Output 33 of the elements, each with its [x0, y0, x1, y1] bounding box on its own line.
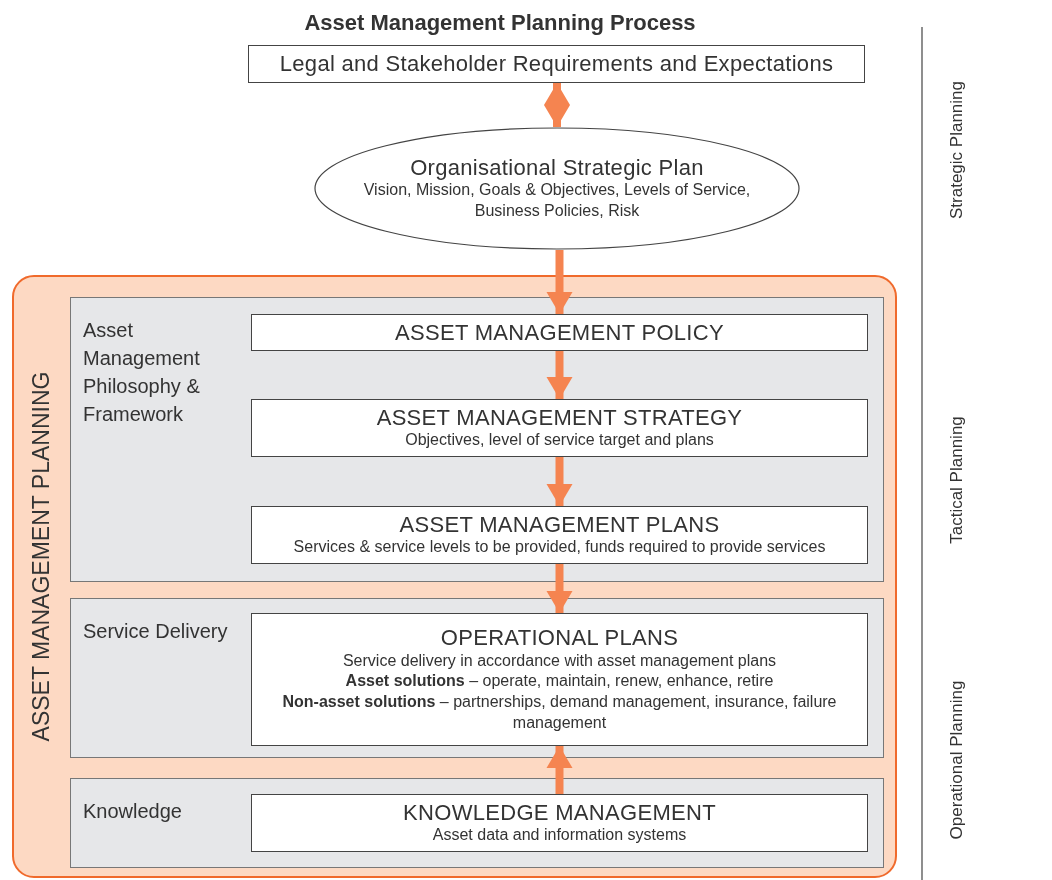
box-description: Asset solutions – operate, maintain, renew, enhance, retire — [345, 671, 774, 692]
strategy-box — [251, 399, 868, 457]
band-title: ASSET MANAGEMENT PLANNING — [28, 371, 56, 742]
box-description: Services & service levels to be provided, funds required to provide services — [293, 537, 826, 558]
box-title: ASSET MANAGEMENT PLANS — [399, 511, 720, 538]
framework-panel — [70, 297, 884, 582]
planning-level-label: Strategic Planning — [947, 81, 967, 219]
policy-box — [251, 314, 868, 351]
ellipse-description: Vision, Mission, Goals & Objectives, Levels of Service, Business Policies, Risk — [362, 180, 752, 222]
box-title: ASSET MANAGEMENT POLICY — [395, 319, 724, 346]
requirements-box — [248, 45, 865, 83]
planning-band — [12, 275, 897, 878]
ellipse-title: Organisational Strategic Plan — [409, 155, 705, 181]
box-title: ASSET MANAGEMENT STRATEGY — [376, 404, 743, 431]
planning-level-label: Tactical Planning — [946, 416, 967, 544]
strategic-plan-ellipse — [314, 127, 800, 250]
box-title: OPERATIONAL PLANS — [440, 625, 679, 651]
panel-heading: Knowledge — [83, 799, 183, 824]
box-description: Service delivery in accordance with asset management plans — [342, 650, 777, 671]
diagram-title: Asset Management Planning Process — [303, 10, 697, 36]
knowledge-panel — [70, 778, 884, 868]
plans-box — [251, 506, 868, 564]
operational-plans-box — [251, 613, 868, 746]
box-title: Legal and Stakeholder Requirements and Expectations — [279, 51, 834, 77]
service-delivery-panel — [70, 598, 884, 758]
panel-heading: Service Delivery — [83, 619, 229, 644]
box-description: Non-asset solutions – partnerships, demand management, insurance, failure management — [281, 692, 838, 733]
panel-heading: Asset Management Philosophy & Framework — [83, 318, 201, 427]
box-description: Asset data and information systems — [432, 825, 687, 846]
planning-level-label: Operational Planning — [946, 680, 967, 840]
box-title: KNOWLEDGE MANAGEMENT — [403, 799, 716, 826]
box-description: Objectives, level of service target and plans — [405, 430, 714, 451]
knowledge-management-box — [251, 794, 868, 852]
